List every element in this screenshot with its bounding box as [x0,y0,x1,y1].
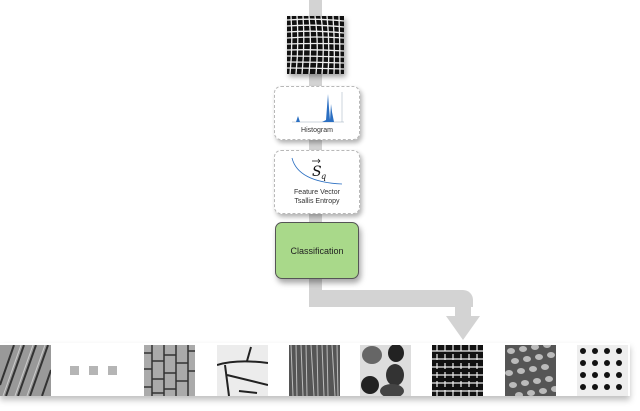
feature-vector-label: Feature Vector [294,189,340,196]
histogram-stage: Histogram [274,86,360,140]
pipeline-horizontal [309,290,473,307]
arrow-down-icon [446,316,480,340]
ellipsis-more-classes [70,366,117,375]
texture-woven-mesh-selected [432,345,483,396]
feature-vector-stage: S q Feature Vector Tsallis Entropy [274,150,360,214]
svg-text:S: S [312,164,322,180]
svg-text:q: q [321,172,326,181]
texture-cracked-surface [217,345,268,396]
classification-label: Classification [290,245,344,256]
pipeline-down [455,298,471,318]
tsallis-entropy-label: Tsallis Entropy [294,198,340,205]
input-texture-image [287,16,344,74]
classification-stage: Classification [275,222,359,279]
entropy-curve-icon: S q [291,157,343,185]
texture-perforated-grid [577,345,628,396]
histogram-label: Histogram [301,127,333,134]
texture-diagonal-weave [0,345,51,396]
histogram-chart-icon [292,92,344,123]
texture-brick [144,345,195,396]
texture-honeycomb-mesh [505,345,556,396]
texture-pebbles [360,345,411,396]
texture-fibrous [289,345,340,396]
